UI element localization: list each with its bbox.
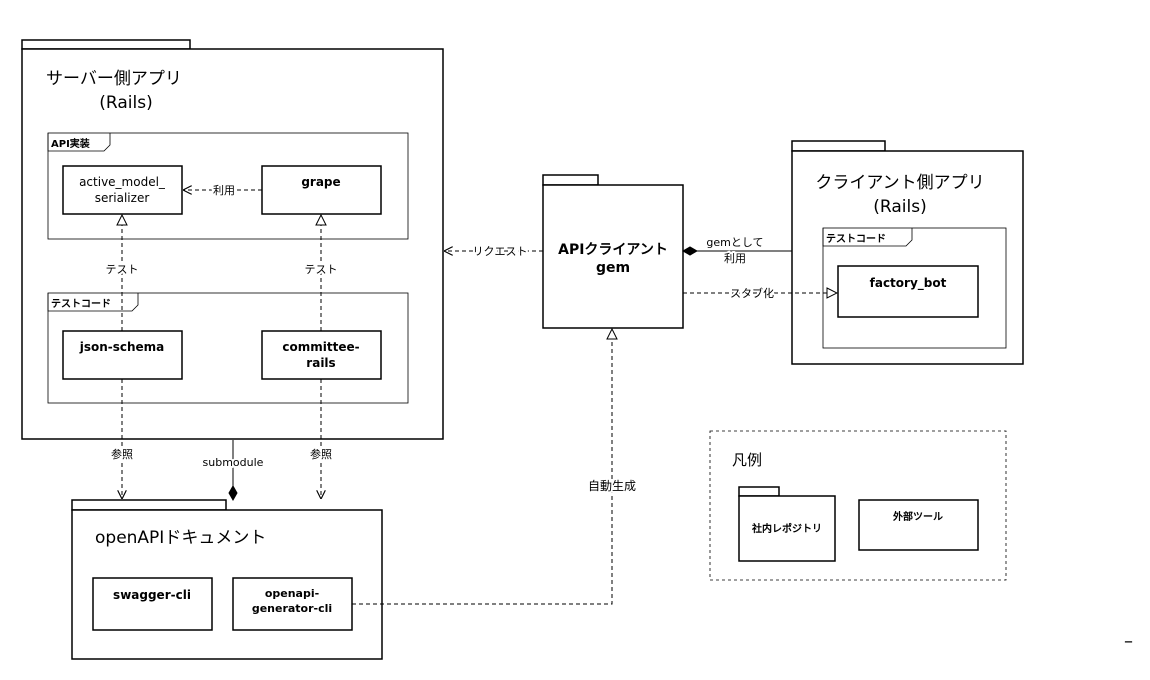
legend-external-tool-box (858, 499, 979, 551)
server-test-frame-border (47, 292, 409, 404)
client-app-subtitle: (Rails) (873, 197, 926, 217)
legend-repo-tab (738, 486, 780, 497)
submodule-edge-label: submodule (203, 456, 264, 469)
openapi-generator-box (232, 577, 353, 631)
server-app-package-tab (21, 39, 191, 50)
legend: 凡例 社内レポジトリ 外部ツール (709, 430, 1007, 581)
client-test-frame-label-tab (822, 228, 913, 247)
server-test-frame-label: テストコード (51, 298, 111, 310)
committee-rails-component: committee- rails (261, 330, 382, 380)
test-edge-right-label: テスト (305, 263, 338, 276)
auto-generate-edge-label: 自動生成 (588, 479, 636, 493)
json-schema-label: json-schema (79, 340, 165, 354)
gem-use-edge-label-line1: gemとして (706, 236, 763, 249)
legend-external-tool-label: 外部ツール (892, 510, 943, 523)
server-test-frame-label-tab (47, 293, 139, 312)
client-test-frame-border (822, 227, 1007, 349)
factory-bot-component: factory_bot (837, 265, 979, 318)
committee-rails-label-line1: committee- (282, 340, 359, 354)
legend-title: 凡例 (732, 451, 762, 469)
swagger-cli-component: swagger-cli (92, 577, 213, 631)
serializer-label-line1: active_model_ (79, 175, 166, 189)
serializer-box (62, 165, 183, 215)
api-frame-label: API実装 (51, 137, 90, 150)
grape-box (261, 165, 382, 215)
auto-generate-edge (352, 329, 612, 605)
serializer-label-line2: serializer (95, 191, 150, 205)
stub-edge-label: スタブ化 (730, 286, 774, 300)
factory-bot-box (837, 265, 979, 318)
api-client-gem-body (542, 184, 684, 329)
openapi-generator-label-line1: openapi- (265, 587, 319, 600)
server-app-subtitle: (Rails) (99, 93, 152, 113)
grape-component: grape (261, 165, 382, 215)
server-test-frame: テストコード (47, 292, 409, 404)
uses-edge-label: 利用 (213, 184, 235, 197)
request-edge-label: リクエスト (473, 245, 528, 258)
reference-edge-right-label: 参照 (310, 447, 332, 461)
client-test-frame-label: テストコード (826, 233, 886, 245)
legend-repo-label: 社内レポジトリ (751, 522, 822, 535)
client-test-frame: テストコード (822, 227, 1007, 349)
client-app-package-body (791, 150, 1024, 365)
server-app-package-body (21, 48, 444, 440)
openapi-generator-label-line2: generator-cli (252, 602, 332, 615)
json-schema-component: json-schema (62, 330, 183, 380)
client-app-package: クライアント側アプリ (Rails) (791, 140, 1024, 365)
test-edge-left-label: テスト (106, 263, 139, 276)
openapi-package-title: openAPIドキュメント (95, 528, 266, 548)
server-app-title: サーバー側アプリ (46, 69, 182, 89)
footer-mark: – (1124, 631, 1133, 652)
client-app-title: クライアント側アプリ (815, 173, 984, 193)
gem-use-edge-label-line2: 利用 (724, 252, 746, 265)
api-frame-border (47, 132, 409, 240)
api-client-gem-label-line1: APIクライアント (558, 242, 668, 258)
committee-rails-label-line2: rails (306, 356, 335, 370)
serializer-component: active_model_ serializer (62, 165, 183, 215)
json-schema-box (62, 330, 183, 380)
legend-repo-body (738, 495, 836, 562)
api-implementation-frame: API実装 (47, 132, 409, 240)
reference-edge-left-label: 参照 (111, 447, 133, 461)
factory-bot-label: factory_bot (870, 276, 947, 291)
committee-rails-box (261, 330, 382, 380)
client-app-package-tab (791, 140, 886, 152)
openapi-generator-component: openapi- generator-cli (232, 577, 353, 631)
swagger-cli-box (92, 577, 213, 631)
grape-label: grape (301, 175, 340, 189)
api-client-gem-tab (542, 174, 599, 186)
api-client-gem-label-line2: gem (596, 260, 630, 276)
openapi-package-tab (71, 499, 227, 511)
api-frame-label-tab (47, 133, 111, 152)
api-client-gem-package: APIクライアント gem (542, 174, 684, 329)
swagger-cli-label: swagger-cli (113, 588, 191, 602)
